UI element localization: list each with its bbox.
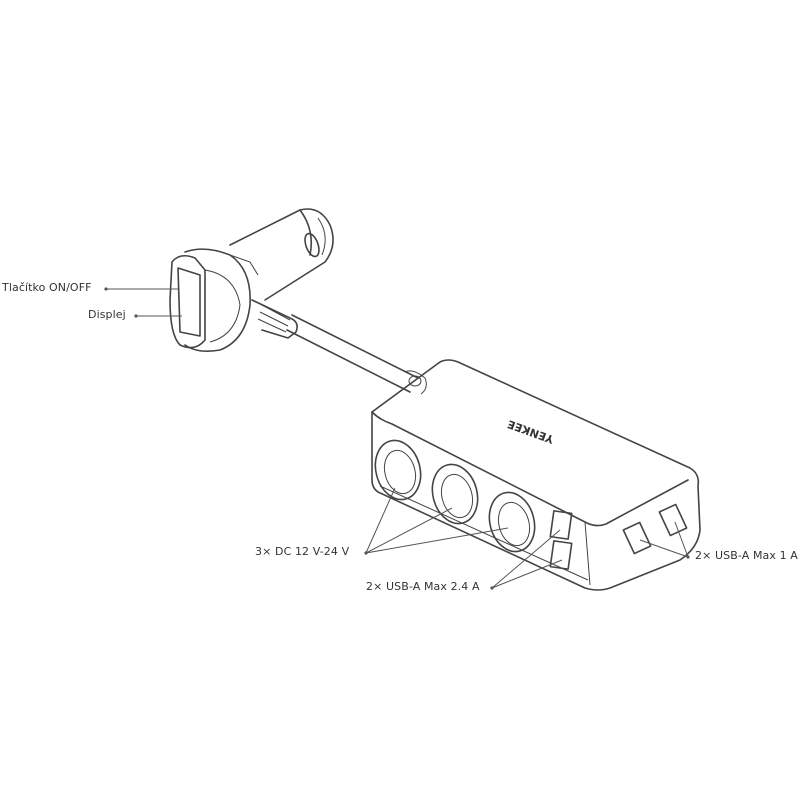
- label-on-off-button: Tlačítko ON/OFF: [2, 281, 92, 294]
- svg-text:YENKEE: YENKEE: [506, 417, 557, 446]
- cigarette-plug: [169, 208, 334, 352]
- brand-logo: YENKEE: [506, 417, 557, 446]
- socket-splitter-box: YENKEE: [371, 359, 701, 591]
- dc-socket: [374, 439, 422, 501]
- usb-port: [549, 540, 573, 570]
- cable: [286, 314, 427, 395]
- usb-port: [622, 521, 652, 555]
- dc-socket: [488, 491, 536, 553]
- label-usb-front: 2× USB-A Max 2.4 A: [366, 580, 480, 593]
- usb-port: [549, 510, 573, 540]
- label-dc-sockets: 3× DC 12 V-24 V: [255, 545, 350, 558]
- callout-lines: [104, 287, 690, 590]
- label-display: Displej: [88, 308, 126, 321]
- dc-socket: [431, 463, 479, 525]
- usb-port: [658, 503, 688, 537]
- label-usb-side: 2× USB-A Max 1 A: [695, 549, 798, 562]
